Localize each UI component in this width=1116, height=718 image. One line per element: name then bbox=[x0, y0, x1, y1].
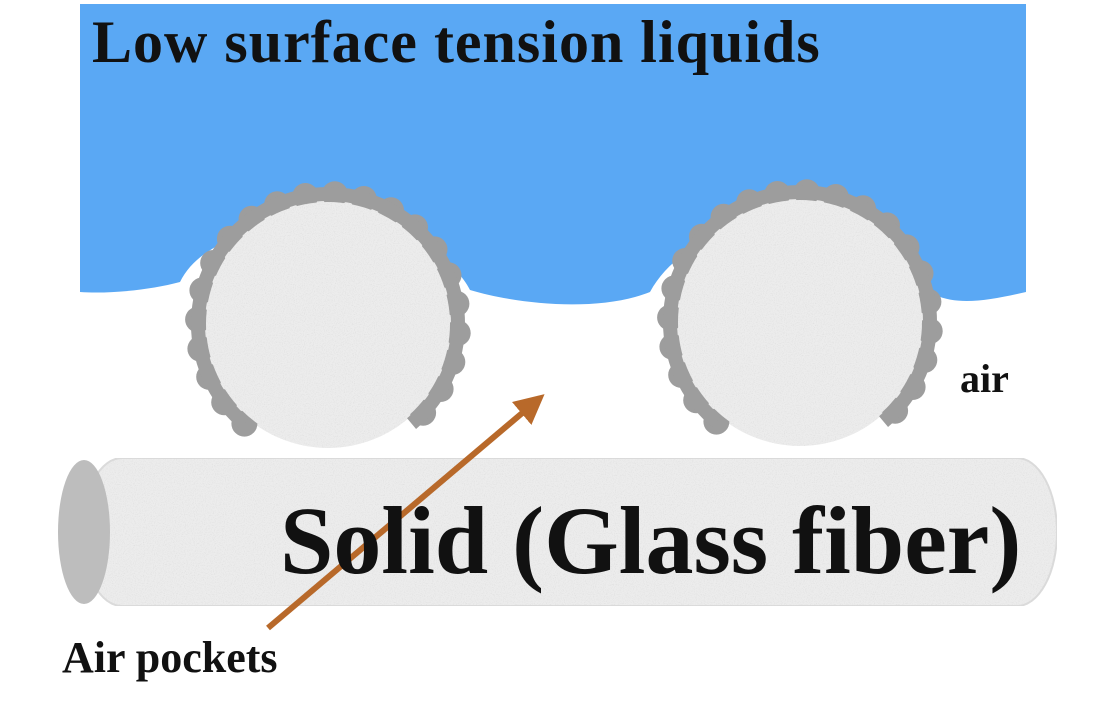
air-pocket-arrow bbox=[266, 394, 545, 631]
particle-core bbox=[206, 202, 450, 446]
coated-particle-left bbox=[185, 181, 471, 448]
liquid-label: Low surface tension liquids bbox=[92, 9, 821, 75]
coated-particle-right bbox=[657, 179, 943, 446]
particle-core bbox=[678, 200, 922, 444]
air-label: air bbox=[960, 356, 1009, 401]
liquid-layer bbox=[80, 4, 1026, 305]
air-pockets-label: Air pockets bbox=[62, 633, 278, 682]
glass-fiber-cylinder bbox=[58, 457, 1058, 607]
coating-layer bbox=[663, 185, 937, 427]
coating-layer bbox=[191, 187, 465, 429]
solid-glass-fiber-label: Solid (Glass fiber) bbox=[280, 487, 1022, 594]
